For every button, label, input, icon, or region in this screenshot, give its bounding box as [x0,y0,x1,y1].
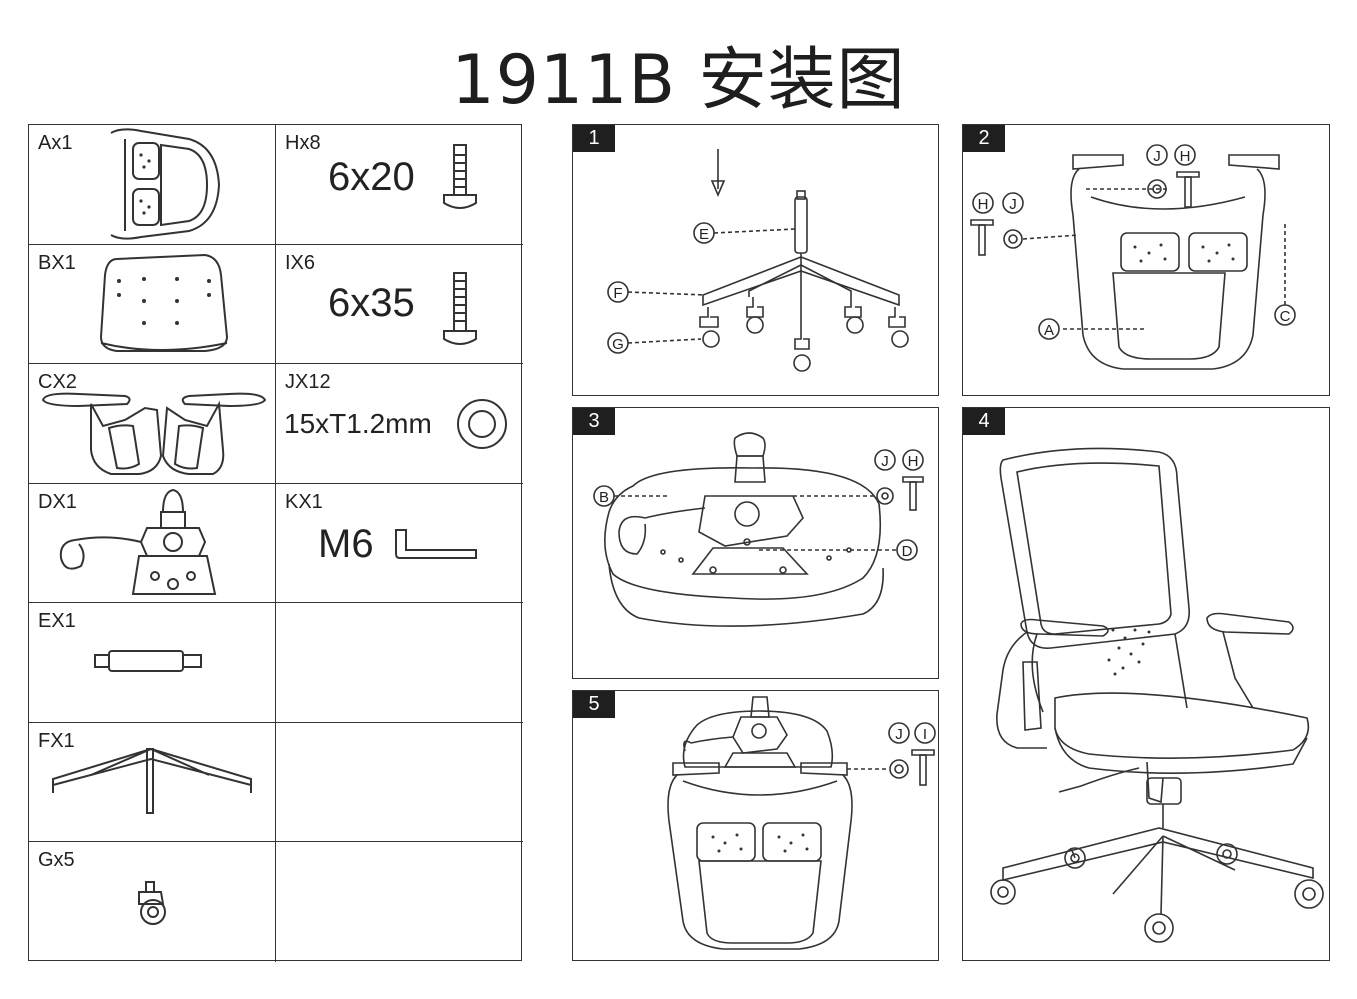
part-a-label: Ax1 [38,132,73,154]
washer-icon [457,399,507,450]
part-i-cell: IX6 6x35 [276,245,523,365]
part-f-cell: FX1 [29,722,276,843]
empty-cell-2 [276,723,523,843]
empty-cell-1 [276,603,523,723]
part-b-cell: BX1 [29,244,276,365]
part-a-cell: Ax1 [29,125,276,245]
part-g-label: Gx5 [38,849,75,872]
parts-list: Ax1 Hx8 6x20 BX1 [28,124,523,962]
step-1-callout-g: G [612,336,624,353]
step-2-callout-h-left: H [978,196,989,213]
step-4-panel: 4 [962,407,1330,961]
step-3-callout-j: J [881,453,889,470]
part-d-label: DX1 [38,490,77,513]
part-i-label: IX6 [285,251,316,274]
step-1-panel: 1 E F G [572,124,939,396]
step-3-panel: 3 B J H D [572,407,939,679]
armrest-frame-icon [110,128,221,240]
step-3-badge: 3 [573,408,615,435]
caster-icon [138,881,166,926]
step-1-badge: 1 [573,125,615,152]
mechanism-icon [59,488,217,595]
step-3-callout-b: B [599,489,609,506]
gas-lift-icon [94,650,202,673]
part-c-label: CX2 [38,371,77,394]
step-2-callout-c: C [1280,308,1291,325]
part-j-cell: JX12 15xT1.2mm [276,364,523,484]
step-3-callout-d: D [902,543,913,560]
part-k-spec: M6 [318,521,374,566]
step-1-drawing: E F G [607,149,909,372]
part-b-label: BX1 [38,251,76,274]
step-5-badge: 5 [573,691,615,718]
step-1-callout-e: E [699,226,709,243]
step-2-callout-j-left: J [1009,196,1017,213]
part-k-cell: KX1 M6 [276,484,523,604]
step-5-callout-j: J [895,726,903,743]
part-j-label: JX12 [285,371,331,394]
hex-key-icon [395,528,477,559]
step-2-callout-j-top: J [1153,148,1161,165]
part-j-spec: 15xT1.2mm [284,408,432,440]
step-4-badge: 4 [963,408,1005,435]
step-1-callout-f: F [613,285,622,302]
step-2-callout-h-top: H [1180,148,1191,165]
part-g-cell: Gx5 [29,842,276,962]
page-title: 1911B 安装图 [451,41,906,120]
assembled-chair-drawing [990,447,1324,943]
step-5-callout-i: I [923,726,927,743]
step-2-drawing: J H H J A C [970,144,1296,370]
step-2-badge: 2 [963,125,1005,152]
step-5-drawing: J I [667,696,936,950]
part-h-cell: Hx8 6x20 [276,125,523,245]
part-d-cell: DX1 [29,483,276,604]
empty-cell-3 [276,842,523,962]
part-h-spec: 6x20 [328,155,415,199]
part-e-cell: EX1 [29,603,276,723]
part-i-spec: 6x35 [328,280,415,325]
five-star-base-icon [52,747,252,814]
part-f-label: FX1 [38,729,75,752]
step-3-callout-h: H [908,453,919,470]
part-k-label: KX1 [285,490,323,513]
seat-cushion-icon [99,253,229,352]
screw-long-icon [443,271,477,345]
screw-short-icon [443,144,477,209]
part-h-label: Hx8 [285,132,321,154]
step-2-panel: 2 J H H J A C [962,124,1330,396]
step-5-panel: 5 J I [572,690,939,961]
part-c-cell: CX2 [29,364,276,484]
part-e-label: EX1 [38,610,76,633]
armrests-icon [41,392,267,476]
step-2-callout-a: A [1044,322,1054,339]
step-3-drawing: B J H D [593,432,924,627]
